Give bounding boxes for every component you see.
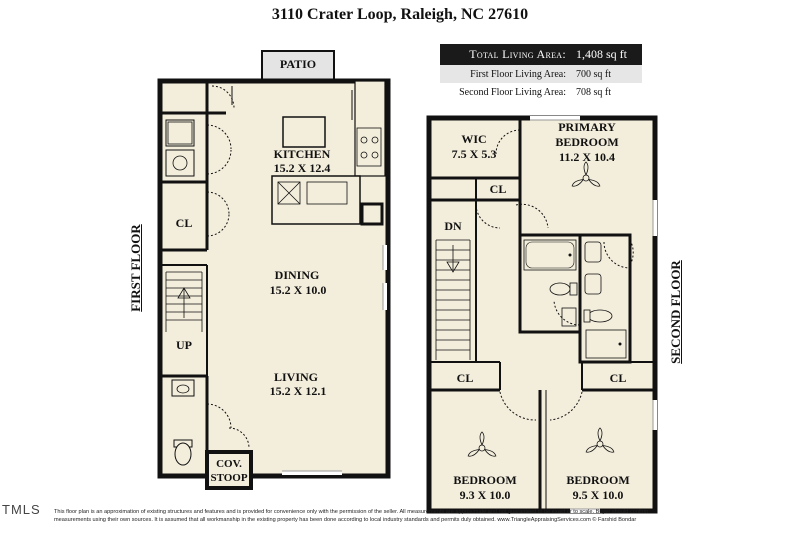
primary-bedroom-label-line2: BEDROOM [555,135,618,149]
total-living-area-row: Total Living Area: 1,408 sq ft [440,44,642,65]
bedroom-left-label: BEDROOM [453,473,516,487]
wic-dim: 7.5 X 5.3 [452,147,497,161]
disclaimer-line-1: This floor plan is an approximation of e… [54,509,649,515]
disclaimer: This floor plan is an approximation of e… [54,508,764,524]
stairs-up-label: UP [176,338,192,352]
bedroom-right-ceiling-fan-icon [585,427,615,453]
living-label: LIVING [274,370,318,384]
wic-label: WIC [461,132,486,146]
second-floor-area-row: Second Floor Living Area: 708 sq ft [440,83,642,101]
second-floor-plan: WIC 7.5 X 5.3 PRIMARY BEDROOM 11.2 X 10.… [426,115,658,514]
second-floor-area-value: 708 sq ft [576,86,611,98]
first-floor-area-value: 700 sq ft [576,68,611,80]
first-floor-area-row: First Floor Living Area: 700 sq ft [440,65,642,83]
left-bedroom-closet-label: CL [457,371,474,385]
kitchen-dim: 15.2 X 12.4 [274,161,331,175]
stairs-down-label: DN [444,219,462,233]
first-floor-outline [157,78,391,479]
page-title: 3110 Crater Loop, Raleigh, NC 27610 [271,6,529,23]
dining-dim: 15.2 X 10.0 [270,283,327,297]
first-floor-label: FIRST FLOOR [128,224,143,312]
bedroom-left-dim: 9.3 X 10.0 [460,488,511,502]
second-floor-label: SECOND FLOOR [668,260,683,364]
dining-label: DINING [275,268,320,282]
first-floor-plan: PATIO KITCHEN 15.2 X 12.4 CL DINING 15.2… [157,50,391,490]
total-living-area-label: Total Living Area: [469,47,566,61]
primary-bedroom-label-line1: PRIMARY [558,120,616,134]
cov-stoop-area [205,450,253,490]
bedroom-left-ceiling-fan-icon [467,431,497,457]
upstairs-hall-closet-label: CL [490,182,507,196]
bedroom-right-label: BEDROOM [566,473,629,487]
living-dim: 15.2 X 12.1 [270,384,327,398]
disclaimer-line-2: measurements using their own sources. It… [54,517,637,523]
bedroom-right-dim: 9.5 X 10.0 [573,488,624,502]
total-living-area-value: 1,408 sq ft [576,47,627,61]
cov-stoop-label-line1: COV. [216,458,242,470]
primary-ceiling-fan-icon [571,161,601,187]
first-floor-area-label: First Floor Living Area: [470,68,566,80]
first-floor-closet-label: CL [176,216,193,230]
right-bedroom-closet-label: CL [610,371,627,385]
mls-logo: TMLS [2,502,41,517]
cov-stoop-label-line2: STOOP [210,472,247,484]
kitchen-label: KITCHEN [274,147,331,161]
area-summary-table: Total Living Area: 1,408 sq ft First Flo… [440,44,642,101]
patio-label: PATIO [280,57,316,71]
second-floor-area-label: Second Floor Living Area: [459,86,566,98]
kitchen-island [282,116,326,148]
primary-bedroom-dim: 11.2 X 10.4 [559,150,615,164]
